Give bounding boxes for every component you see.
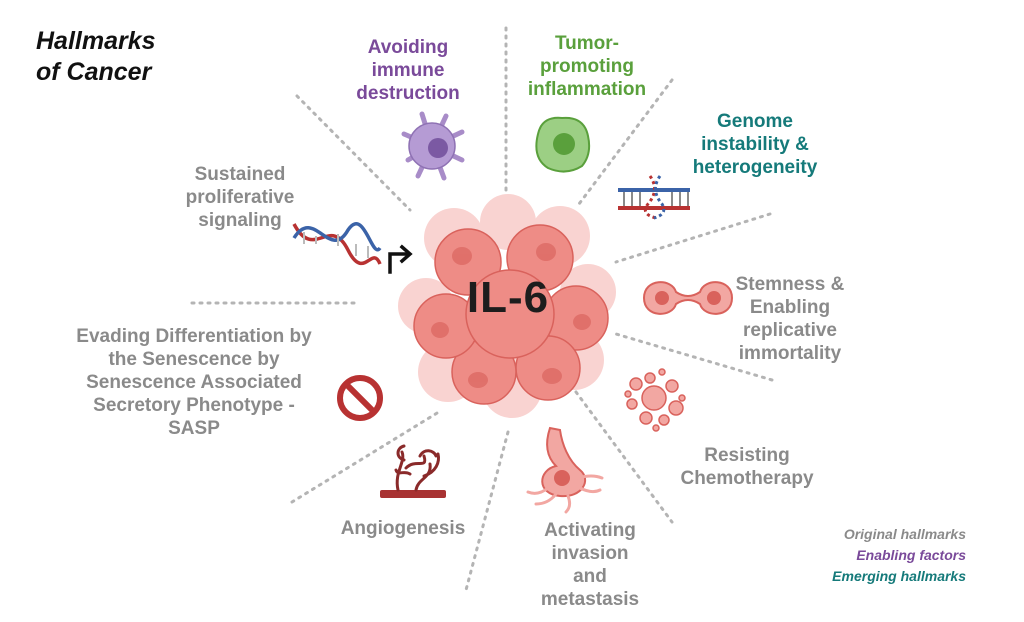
separator-line bbox=[295, 94, 412, 212]
label-tumor-inflammation: Tumor- promoting inflammation bbox=[527, 33, 647, 100]
legend-enabling: Enabling factors bbox=[856, 547, 966, 563]
separator-line bbox=[464, 430, 510, 592]
separator-line bbox=[614, 332, 774, 382]
legend-original: Original hallmarks bbox=[843, 526, 966, 542]
center-label: IL-6 bbox=[466, 273, 550, 322]
separator-line bbox=[574, 390, 674, 524]
tumor-cluster-icon bbox=[398, 194, 616, 418]
dna-strand-break-icon bbox=[618, 175, 690, 220]
label-resisting-chemo: Resisting Chemotherapy bbox=[680, 445, 814, 489]
promoter-arrow-icon bbox=[388, 244, 413, 274]
label-genome-instability: Genome instability & heterogeneity bbox=[692, 111, 818, 178]
diagram-title: Hallmarks of Cancer bbox=[36, 27, 156, 86]
label-invasion: Activating invasion and metastasis bbox=[540, 520, 640, 610]
label-evading-differentiation: Evading Differentiation by the Senescenc… bbox=[76, 326, 312, 439]
label-angiogenesis: Angiogenesis bbox=[340, 518, 466, 539]
dividing-cell-icon bbox=[642, 281, 734, 315]
label-avoiding-immune: Avoiding immune destruction bbox=[356, 37, 460, 104]
blood-vessel-icon bbox=[380, 444, 446, 498]
migrating-cell-icon bbox=[526, 426, 604, 514]
label-sustained-signaling: Sustained proliferative signaling bbox=[185, 164, 295, 231]
prohibition-icon bbox=[337, 375, 383, 421]
separator-line bbox=[614, 212, 772, 264]
legend: Original hallmarks Enabling factors Emer… bbox=[832, 524, 966, 587]
dna-helix-icon bbox=[292, 222, 382, 266]
inflammatory-cell-icon bbox=[535, 116, 591, 173]
separator-line bbox=[290, 408, 444, 504]
apoptotic-cell-icon bbox=[624, 368, 686, 432]
label-stemness: Stemness & Enabling replicative immortal… bbox=[735, 274, 845, 364]
separator-line bbox=[574, 78, 674, 210]
separator-lines bbox=[190, 26, 774, 592]
legend-emerging: Emerging hallmarks bbox=[832, 568, 966, 584]
dendritic-cell-icon bbox=[401, 111, 465, 181]
